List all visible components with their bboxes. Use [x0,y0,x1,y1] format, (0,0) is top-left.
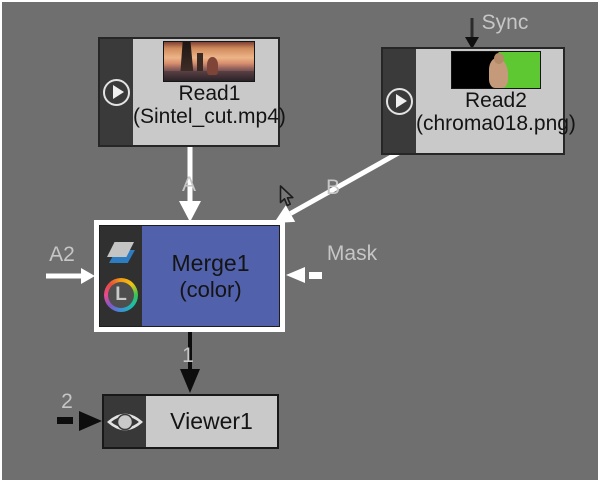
read1-strip [100,39,133,145]
merge1-title: Merge1 [171,250,250,276]
label-sync: Sync [481,11,529,34]
play-icon [103,78,130,106]
read2-title: Read2 [465,89,527,112]
lut-color-icon: L [104,278,138,312]
read2-thumbnail [450,51,541,89]
label-input-2: 2 [61,390,73,413]
play-icon [386,87,413,115]
label-output-1: 1 [182,344,194,367]
read2-filename: (chroma018.png) [416,112,576,135]
viewer1-strip [104,396,146,447]
merge1-strip: L [100,226,142,326]
viewer1-title: Viewer1 [170,408,253,434]
label-input-b: B [325,176,341,199]
read1-title: Read1 [178,82,241,105]
merge1-body: Merge1 (color) [142,226,279,326]
connection-a2[interactable] [46,268,95,284]
connection-mask[interactable] [286,267,322,283]
node-merge1[interactable]: L Merge1 (color) [94,220,285,332]
lut-letter: L [108,282,134,308]
node-read1[interactable]: Read1 (Sintel_cut.mp4) [98,37,286,147]
label-input-a2: A2 [49,243,75,266]
label-mask: Mask [326,242,378,265]
node-read2[interactable]: Read2 (chroma018.png) [381,47,576,155]
sync-arrow [465,18,479,49]
read2-strip [383,49,416,153]
cursor-icon [279,185,294,207]
connection-in2[interactable] [57,411,102,431]
merge-over-icon [105,240,137,266]
eye-icon [107,413,143,430]
node-viewer1[interactable]: Viewer1 [102,394,279,449]
read1-filename: (Sintel_cut.mp4) [133,105,286,128]
read1-thumbnail [163,41,256,82]
merge1-operation: (color) [179,277,242,302]
label-input-a: A [181,173,197,196]
